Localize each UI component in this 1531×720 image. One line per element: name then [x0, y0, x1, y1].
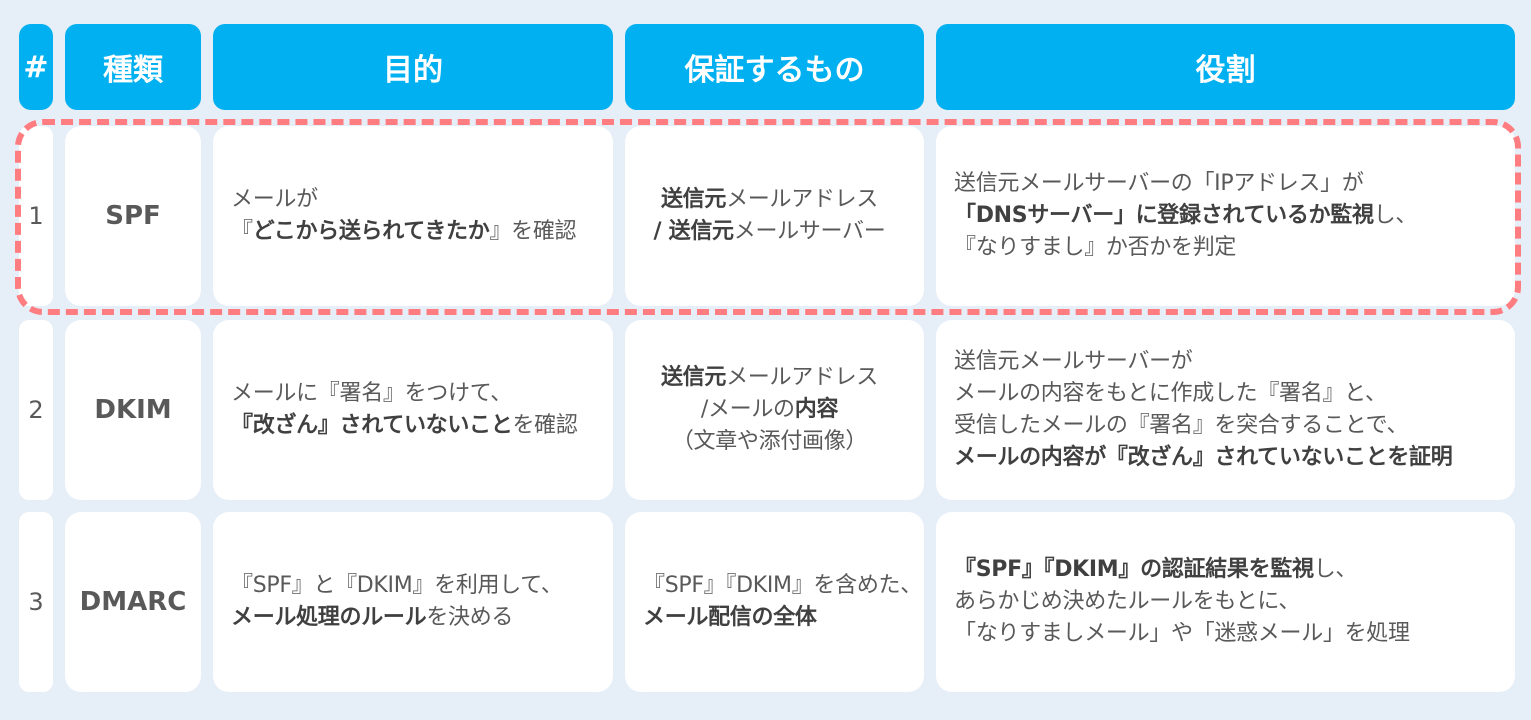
row-3-number: 3 — [19, 512, 53, 692]
text-line: 『改ざん』されていないことを確認 — [231, 410, 578, 442]
row-1-guarantee: 送信元メールアドレス / 送信元メールサーバー — [625, 126, 924, 306]
text-segment: 送信元 — [660, 365, 727, 390]
text-segment: 送信元 — [660, 187, 727, 212]
text-segment: メールの内容が『改ざん』されていないことを証明 — [954, 445, 1453, 470]
row-1-type: SPF — [65, 126, 201, 306]
header-type: 種類 — [65, 24, 201, 110]
row-2-guarantee: 送信元メールアドレス /メールの内容 （文章や添付画像） — [625, 320, 924, 500]
text-segment: 『SPF』と『DKIM』を利用して、 — [231, 573, 563, 598]
text-segment: 「DNSサーバー」に登録されているか監視 — [954, 203, 1374, 228]
text-line: 送信元メールアドレス — [661, 362, 878, 394]
text-segment: 』を確認 — [489, 219, 577, 244]
text-line: あらかじめ決めたルールをもとに、 — [954, 586, 1410, 618]
text-segment: メールアドレス — [726, 365, 878, 390]
text-line: メールが — [231, 184, 576, 216]
text-line: 『SPF』『DKIM』を含めた、 — [643, 570, 922, 602]
text-segment: どこから送られてきたか — [252, 219, 490, 244]
text-line: 送信元メールサーバーの「IPアドレス」が — [954, 168, 1417, 200]
text-line: メールの内容が『改ざん』されていないことを証明 — [954, 442, 1453, 474]
text-segment: し、 — [1373, 203, 1418, 228]
text-segment: 受信したメールの『署名』を突合することで、 — [954, 413, 1409, 438]
text-segment: あらかじめ決めたルールをもとに、 — [954, 589, 1301, 614]
row-3-type: DMARC — [65, 512, 201, 692]
text-line: メール処理のルールを決める — [231, 602, 563, 634]
header-role: 役割 — [936, 24, 1515, 110]
row-1-purpose: メールが『どこから送られてきたか』を確認 — [213, 126, 613, 306]
row-2-purpose: メールに『署名』をつけて、『改ざん』されていないことを確認 — [213, 320, 613, 500]
text-segment: メール配信の全体 — [643, 605, 817, 630]
text-line: 『なりすまし』か否かを判定 — [954, 232, 1417, 264]
row-2-role: 送信元メールサーバーがメールの内容をもとに作成した『署名』と、受信したメールの『… — [936, 320, 1515, 500]
text-segment: メールの内容をもとに作成した『署名』と、 — [954, 381, 1387, 406]
text-segment: 送信元メールサーバーの「IPアドレス」が — [954, 171, 1364, 196]
row-3-role: 『SPF』『DKIM』の認証結果を監視し、あらかじめ決めたルールをもとに、「なり… — [936, 512, 1515, 692]
text-segment: 「なりすましメール」や「迷惑メール」を処理 — [954, 621, 1410, 646]
text-line: メールに『署名』をつけて、 — [231, 378, 578, 410]
text-segment: 『SPF』『DKIM』を含めた、 — [643, 573, 922, 598]
header-number: # — [19, 24, 53, 110]
text-line: 『どこから送られてきたか』を確認 — [231, 216, 577, 248]
text-segment: し、 — [1313, 557, 1358, 582]
text-segment: メールサーバー — [733, 219, 886, 244]
text-segment: （文章や添付画像） — [671, 429, 868, 454]
text-segment: メールアドレス — [726, 187, 878, 212]
text-segment: / 送信元 — [653, 219, 735, 244]
row-2-type: DKIM — [65, 320, 201, 500]
text-segment: 『 — [231, 219, 253, 244]
row-3-purpose: 『SPF』と『DKIM』を利用して、メール処理のルールを決める — [213, 512, 613, 692]
text-line: メールの内容をもとに作成した『署名』と、 — [954, 378, 1452, 410]
text-segment: 『SPF』『DKIM』の認証結果を監視 — [954, 557, 1314, 582]
text-line: 「なりすましメール」や「迷惑メール」を処理 — [954, 618, 1410, 650]
text-segment: 『改ざん』されていないこと — [231, 413, 513, 438]
text-segment: /メールの — [700, 397, 795, 422]
text-line: 『SPF』『DKIM』の認証結果を監視し、 — [954, 554, 1410, 586]
text-segment: 『なりすまし』か否かを判定 — [954, 235, 1237, 260]
row-3-guarantee: 『SPF』『DKIM』を含めた、メール配信の全体 — [625, 512, 924, 692]
row-2-number: 2 — [19, 320, 53, 500]
text-line: 受信したメールの『署名』を突合することで、 — [954, 410, 1452, 442]
text-segment: メールが — [231, 187, 318, 212]
text-line: 送信元メールアドレス — [654, 184, 886, 216]
text-segment: 送信元メールサーバーが — [954, 349, 1193, 374]
text-line: メール配信の全体 — [643, 602, 922, 634]
text-segment: を確認 — [512, 413, 578, 438]
text-line: 『SPF』と『DKIM』を利用して、 — [231, 570, 563, 602]
text-line: 送信元メールサーバーが — [954, 346, 1452, 378]
row-1-number: 1 — [19, 126, 53, 306]
text-line: /メールの内容 — [661, 394, 878, 426]
text-line: / 送信元メールサーバー — [654, 216, 886, 248]
header-guarantee: 保証するもの — [625, 24, 924, 110]
text-segment: 内容 — [794, 397, 839, 422]
row-1-role: 送信元メールサーバーの「IPアドレス」が「DNSサーバー」に登録されているか監視… — [936, 126, 1515, 306]
text-segment: を決める — [426, 605, 514, 630]
text-line: 「DNSサーバー」に登録されているか監視し、 — [954, 200, 1417, 232]
text-segment: メール処理のルール — [231, 605, 427, 630]
text-segment: メールに『署名』をつけて、 — [231, 381, 513, 406]
text-line: （文章や添付画像） — [661, 426, 878, 458]
header-purpose: 目的 — [213, 24, 613, 110]
